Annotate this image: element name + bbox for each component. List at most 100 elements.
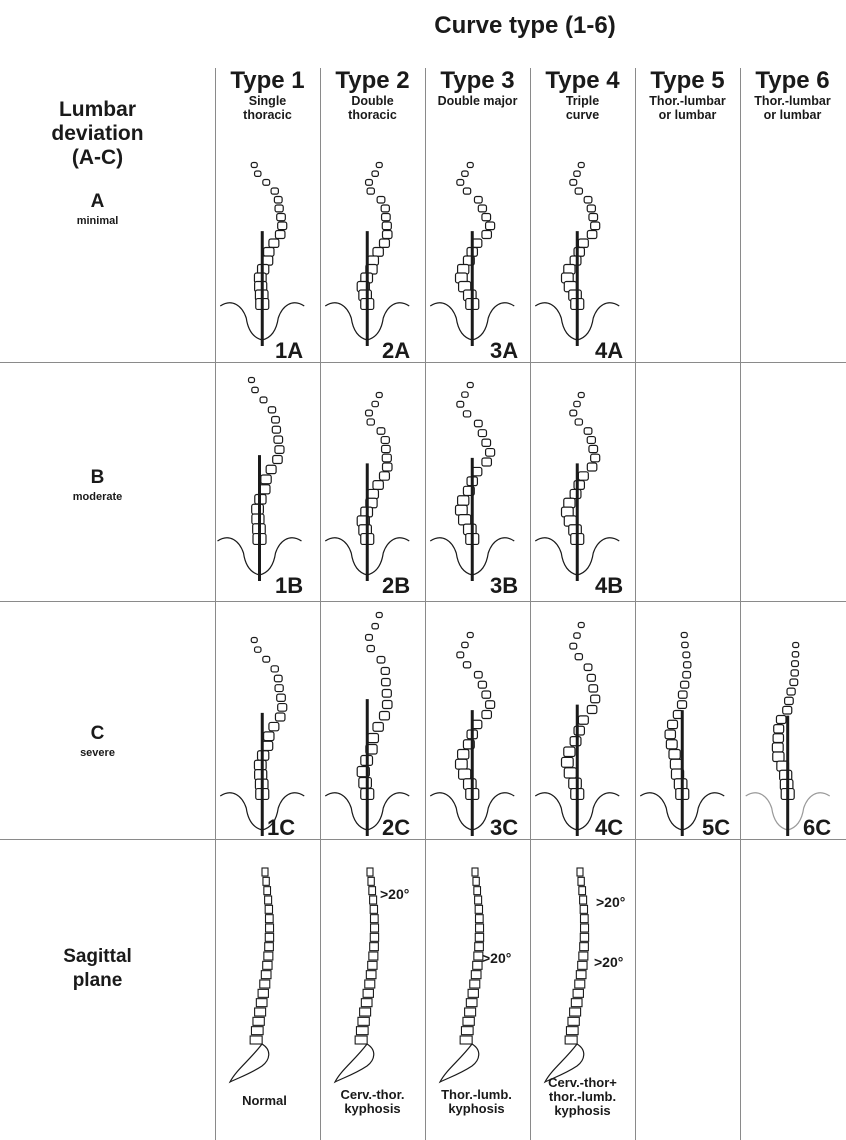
vertebra [264,248,274,257]
vertebra [381,437,389,444]
vertebra [580,896,587,904]
vertebra [261,475,271,484]
vertebra [373,723,383,732]
vertebra [570,737,581,746]
cell-code-2c: 2C [382,815,410,841]
spine-diagram-3a [425,150,530,360]
row-label-b: B moderate [0,466,195,504]
column-type-label: Type 4 [530,68,635,94]
vertebra [271,666,278,672]
cell-code-4a: 4A [595,338,623,364]
vertebra [275,713,285,721]
vertebra [570,179,577,185]
vertebra [669,750,680,759]
vertebra [377,428,385,435]
vertebra [681,681,689,688]
vertebra [365,980,375,988]
row-label-a: A minimal [0,190,195,228]
vertebra [478,205,486,212]
vertebra [576,971,586,979]
vertebra [474,887,481,895]
vertebra [466,999,477,1007]
vertebra [475,905,482,913]
caption-line: Normal [212,1094,317,1108]
vertebra [459,515,471,525]
vertebra [368,256,379,265]
vertebra [457,652,464,658]
vertebra [482,691,491,698]
vertebra [587,205,595,212]
vertebra [273,456,283,464]
vertebra [570,1008,581,1016]
vertebra [683,652,690,658]
sagittal-caption-cervico-thoracic: Cerv.-thor. kyphosis [320,1088,425,1116]
vertebra [382,222,391,230]
row-header-line: deviation [0,122,195,146]
spine-diagram-4a [530,150,635,360]
vertebra [577,868,583,876]
column-header-type-1: Type 1 Single thoracic [215,68,320,122]
vertebra [578,392,584,397]
vertebra [565,1036,577,1044]
vertebra [360,1008,371,1016]
column-type-label: Type 3 [425,68,530,94]
vertebra [467,382,473,387]
vertebra [773,734,783,743]
spine-diagram-3c [425,625,530,835]
vertebra [584,664,592,671]
vertebra [792,652,798,657]
vertebra [271,188,278,194]
column-subtitle: Thor.-lumbar [635,94,740,108]
cell-code-1a: 1A [275,338,303,364]
vertebra [275,685,283,692]
cell-code-3c: 3C [490,815,518,841]
vertebra [578,162,584,167]
sagittal-spine-thoraco-lumbar [425,860,530,1100]
vertebra [252,514,264,524]
vertebra [251,637,257,642]
vertebra [463,662,470,668]
grid-vline [635,68,636,1140]
vertebra [473,877,479,885]
vertebra [269,722,279,730]
angle-label: >20° [482,950,511,966]
spine-diagram-5c [635,625,740,835]
vertebra [369,887,376,895]
vertebra [460,1036,472,1044]
vertebra [371,924,379,932]
vertebra [575,188,582,194]
vertebra [252,387,258,392]
vertebra [264,732,274,741]
vertebra [368,489,379,498]
caption-line: Thor.-lumb. [424,1088,529,1102]
vertebra [264,952,273,960]
vertebra [475,915,483,923]
vertebra [274,196,282,203]
vertebra [465,1008,476,1016]
vertebra [587,706,597,714]
vertebra [382,445,391,452]
cell-code-4c: 4C [595,815,623,841]
vertebra [790,679,798,686]
vertebra [274,675,282,682]
vertebra [266,465,276,473]
vertebra [589,445,598,452]
spine-diagram-4c [530,615,635,835]
vertebra [587,437,595,444]
vertebra [263,179,270,185]
spine-diagram-1a [215,150,320,360]
vertebra [463,188,470,194]
sacrum-outline [230,1044,269,1082]
vertebra [785,697,794,704]
vertebra [361,999,372,1007]
vertebra [277,694,286,701]
vertebra [574,726,584,735]
column-type-label: Type 2 [320,68,425,94]
vertebra [468,989,478,997]
cell-code-2a: 2A [382,338,410,364]
column-subtitle: thoracic [215,108,320,122]
vertebra [264,887,271,895]
vertebra [462,171,468,176]
vertebra [787,688,795,695]
cell-code-6c: 6C [803,815,831,841]
